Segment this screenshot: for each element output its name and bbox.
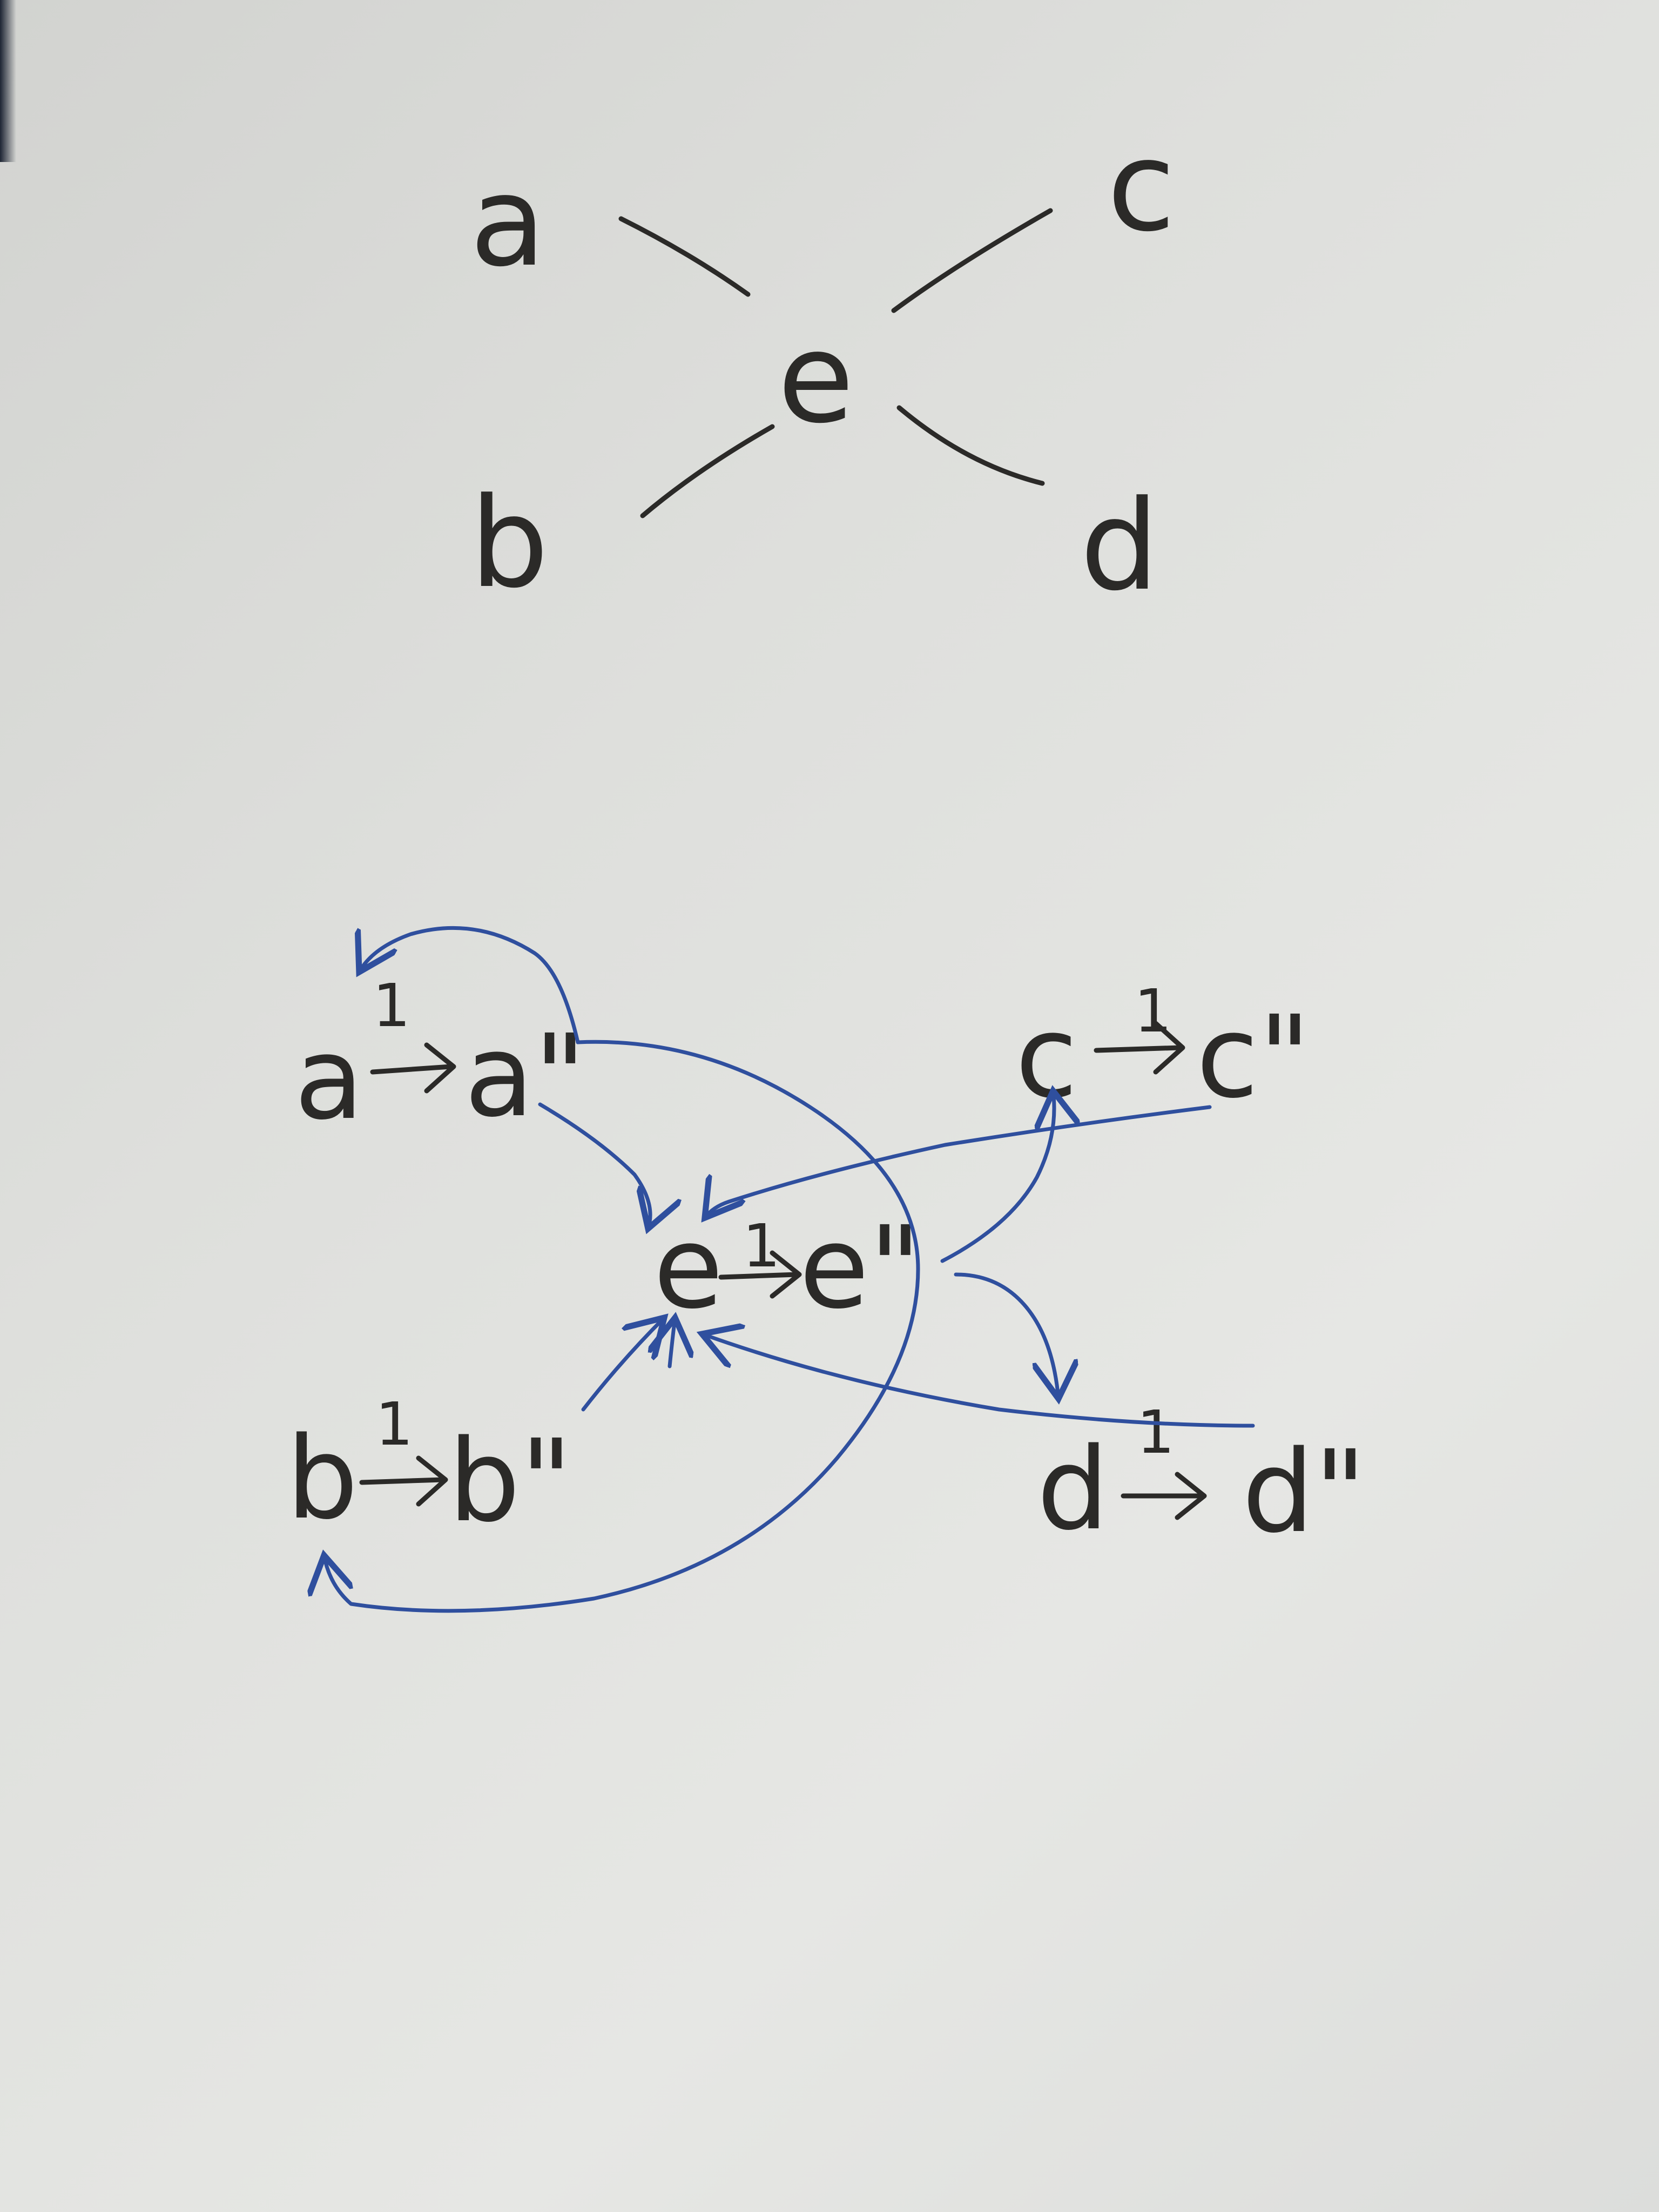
arrow-a2-to-a (359, 926, 580, 1044)
node-c: c (1107, 115, 1175, 259)
pair-c: c 1 c" (1015, 976, 1311, 1123)
edge-c-e (891, 208, 1053, 313)
pair-a-arrow-label: 1 (373, 971, 410, 1040)
arrow-e2-to-d (954, 1272, 1058, 1399)
node-e: e (778, 307, 854, 451)
pair-b-arrow (359, 1455, 448, 1507)
pair-e-left: e (653, 1202, 723, 1334)
top-graph: a b c d e (470, 115, 1175, 618)
arrow-c2-to-e (705, 1105, 1212, 1218)
pair-e: e 1 e" (653, 1202, 921, 1334)
pair-a-left: a (294, 1013, 364, 1145)
node-b: b (470, 471, 549, 616)
node-a: a (470, 150, 546, 294)
ink-arrows (324, 926, 1255, 1613)
pair-d-right: d" (1242, 1426, 1366, 1558)
pair-e-arrow-label: 1 (743, 1211, 780, 1280)
arrow-a2-to-e (538, 1102, 650, 1229)
arrow-e2-to-c (940, 1091, 1054, 1263)
pair-c-left: c (1015, 991, 1077, 1123)
pair-c-arrow (1094, 1021, 1185, 1075)
pair-b: b 1 b" (286, 1390, 572, 1547)
pair-a: a 1 a" (294, 971, 586, 1145)
pair-d-left: d (1037, 1423, 1109, 1555)
arrow-d2-to-e (702, 1334, 1255, 1428)
pair-b-arrow-label: 1 (375, 1390, 413, 1459)
bottom-graph: a 1 a" c 1 c" e 1 e" b 1 b" d (286, 971, 1366, 1558)
pair-b-left: b (286, 1412, 358, 1545)
edge-d-e (896, 405, 1045, 486)
pair-e-arrow (718, 1250, 802, 1299)
pair-e-right: e" (799, 1202, 921, 1334)
pair-d-arrow (1121, 1472, 1207, 1520)
pair-d-arrow-label: 1 (1137, 1398, 1175, 1467)
pair-b-right: b" (448, 1415, 572, 1547)
pair-d: d 1 d" (1037, 1398, 1366, 1558)
pair-c-right: c" (1196, 991, 1311, 1123)
arrow-b2-to-e (581, 1318, 664, 1412)
node-d: d (1080, 474, 1159, 618)
arrow-b2-to-e-2 (670, 1318, 675, 1368)
paper-edge-shadow (0, 0, 16, 162)
edge-a-e (618, 216, 751, 297)
edge-b-e (640, 424, 775, 518)
pair-a-arrow (370, 1042, 456, 1094)
arrow-a2-to-b (324, 1040, 920, 1613)
